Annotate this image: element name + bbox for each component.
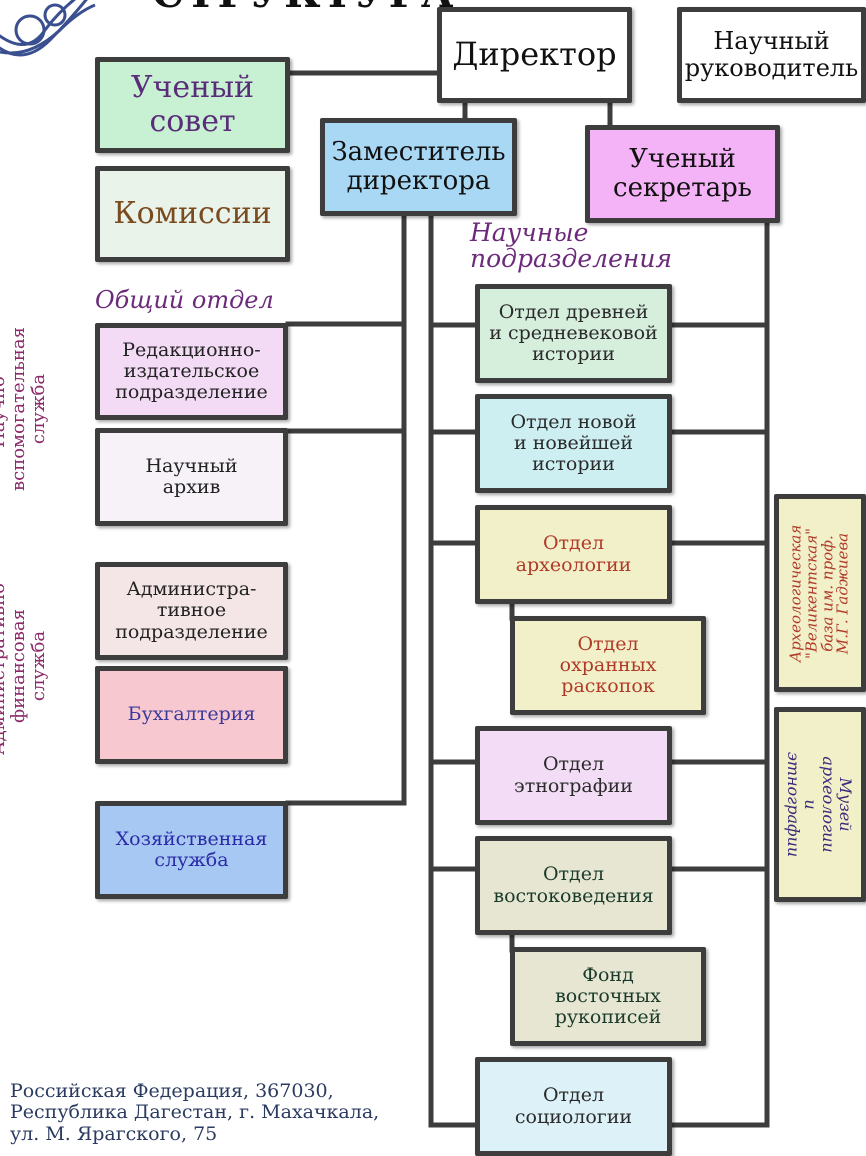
- academic-council-label: Ученый совет: [130, 70, 255, 139]
- admin-unit-label: Администра- тивное подразделение: [115, 578, 268, 643]
- manuscripts-fund-label: Фонд восточных рукописей: [554, 963, 662, 1029]
- commissions-box: Комиссии: [95, 166, 290, 262]
- sociology-label: Отдел социологии: [514, 1084, 633, 1128]
- institute-logo-icon: [0, 0, 96, 57]
- scientific-head-box: Научный руководитель: [677, 7, 866, 103]
- ethnography-box: Отдел этнографии: [475, 726, 672, 825]
- ancient-history-box: Отдел древней и средневековой истории: [475, 284, 672, 383]
- manuscripts-fund-box: Фонд восточных рукописей: [510, 947, 706, 1046]
- admin-unit-box: Администра- тивное подразделение: [95, 562, 288, 660]
- rescue-excavations-box: Отдел охранных раскопок: [510, 616, 706, 715]
- ancient-history-label: Отдел древней и средневековой истории: [489, 300, 658, 366]
- sociology-box: Отдел социологии: [475, 1057, 672, 1156]
- museum-box: Музей археологии и этнографии: [774, 707, 866, 902]
- oriental-studies-box: Отдел востоковедения: [475, 836, 672, 935]
- general-department-label: Общий отдел: [95, 286, 274, 314]
- rescue-excavations-label: Отдел охранных раскопок: [559, 632, 657, 698]
- scientific-head-label: Научный руководитель: [684, 27, 859, 82]
- scientific-secretary-box: Ученый секретарь: [585, 125, 780, 223]
- oriental-studies-label: Отдел востоковедения: [493, 863, 654, 907]
- address-text: Российская Федерация, 367030, Республика…: [10, 1080, 380, 1145]
- deputy-director-label: Заместитель директора: [331, 136, 506, 196]
- page-title: СТРУКТУРА: [152, 0, 455, 14]
- academic-council-box: Ученый совет: [95, 57, 290, 153]
- director-box: Директор: [437, 7, 632, 103]
- archaeology-label: Отдел археологии: [515, 532, 632, 576]
- archive-box: Научный архив: [95, 428, 288, 526]
- modern-history-box: Отдел новой и новейшей истории: [475, 394, 672, 493]
- archaeological-base-label: Археологическая "Великентская" база им. …: [786, 524, 852, 662]
- deputy-director-box: Заместитель директора: [320, 118, 517, 216]
- accounting-label: Бухгалтерия: [127, 703, 256, 726]
- archaeology-box: Отдел археологии: [475, 505, 672, 604]
- support-service-label: Научно- вспомогательная служба: [0, 327, 49, 491]
- archaeological-base-box: Археологическая "Великентская" база им. …: [774, 494, 866, 692]
- modern-history-label: Отдел новой и новейшей истории: [510, 410, 637, 476]
- archive-label: Научный архив: [145, 454, 238, 498]
- editorial-label: Редакционно- издательское подразделение: [115, 338, 268, 404]
- commissions-label: Комиссии: [113, 196, 272, 232]
- museum-label: Музей археологии и этнографии: [784, 751, 856, 858]
- household-box: Хозяйственная служба: [95, 801, 288, 899]
- accounting-box: Бухгалтерия: [95, 666, 288, 764]
- editorial-box: Редакционно- издательское подразделение: [95, 323, 288, 420]
- household-label: Хозяйственная служба: [115, 827, 268, 871]
- director-label: Директор: [452, 35, 617, 74]
- scientific-divisions-label: Научные подразделения: [470, 218, 673, 274]
- ethnography-label: Отдел этнографии: [514, 753, 633, 797]
- admin-finance-service-label: Административно- финансовая служба: [0, 577, 49, 756]
- scientific-secretary-label: Ученый секретарь: [613, 143, 752, 203]
